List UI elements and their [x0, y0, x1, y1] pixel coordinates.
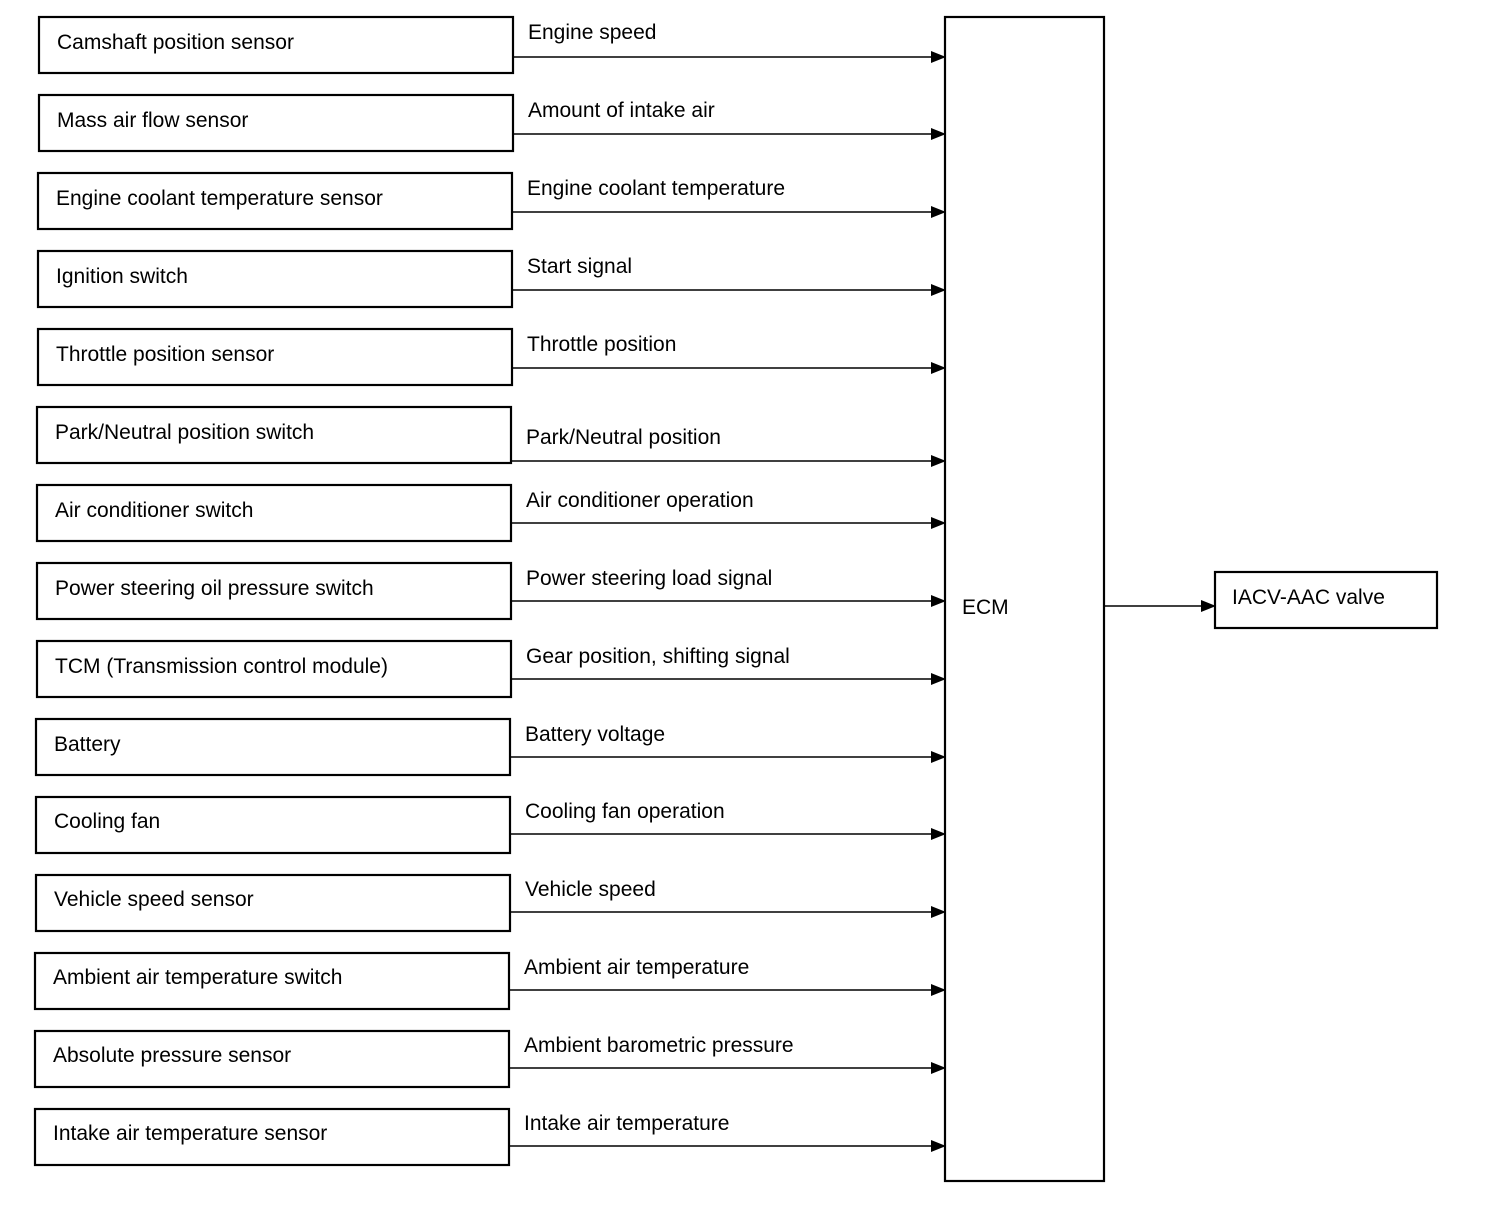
iacv-aac-valve-box [1213, 570, 1439, 630]
signal-label: Power steering load signal [526, 567, 772, 590]
signal-arrowhead [931, 284, 946, 296]
input-row: Engine coolant temperature sensor Engine … [36, 171, 946, 231]
signal-label: Ambient barometric pressure [524, 1034, 794, 1057]
signal-arrowhead [931, 517, 946, 529]
input-row: Battery Battery voltage [34, 717, 946, 777]
input-source-box [33, 1029, 511, 1089]
signal-arrowhead [931, 362, 946, 374]
input-source-box [34, 795, 512, 855]
input-row: Camshaft position sensor Engine speed [37, 15, 946, 75]
signal-label: Battery voltage [525, 723, 665, 746]
signal-arrowhead [931, 828, 946, 840]
input-row: Intake air temperature sensor Intake air … [33, 1107, 946, 1167]
input-source-box [35, 561, 513, 621]
signal-label: Throttle position [527, 333, 676, 356]
input-source-label: Mass air flow sensor [57, 109, 248, 132]
signal-label: Intake air temperature [524, 1112, 729, 1135]
input-source-box [34, 717, 512, 777]
signal-arrowhead [931, 751, 946, 763]
ecm-box [943, 15, 1106, 1183]
input-source-box [35, 483, 513, 543]
signal-label: Engine speed [528, 21, 656, 44]
input-source-box [36, 327, 514, 387]
input-source-label: Vehicle speed sensor [54, 888, 254, 911]
input-rows: Camshaft position sensor Engine speedMass… [33, 15, 946, 1167]
signal-arrowhead [931, 906, 946, 918]
input-source-box [37, 93, 515, 153]
input-row: Power steering oil pressure switch Power … [35, 561, 946, 621]
signal-arrowhead [931, 206, 946, 218]
input-source-label: Engine coolant temperature sensor [56, 187, 383, 210]
input-source-label: Power steering oil pressure switch [55, 577, 374, 600]
input-row: Ignition switch Start signal [36, 249, 946, 309]
input-row: Ambient air temperature switch Ambient ai… [33, 951, 946, 1011]
input-source-box [33, 951, 511, 1011]
input-source-box [37, 15, 515, 75]
signal-label: Vehicle speed [525, 878, 656, 901]
input-row: Mass air flow sensor Amount of intake air [37, 93, 946, 153]
signal-label: Park/Neutral position [526, 426, 721, 449]
input-source-label: Battery [54, 733, 121, 756]
signal-label: Start signal [527, 255, 632, 278]
input-source-label: Throttle position sensor [56, 343, 274, 366]
input-source-box [34, 873, 512, 933]
signal-label: Air conditioner operation [526, 489, 754, 512]
input-row: Throttle position sensor Throttle positio… [36, 327, 946, 387]
input-source-label: Camshaft position sensor [57, 31, 294, 54]
signal-arrowhead [931, 673, 946, 685]
input-row: Cooling fan Cooling fan operation [34, 795, 946, 855]
signal-label: Gear position, shifting signal [526, 645, 790, 668]
input-row: Park/Neutral position switch Park/Neutral… [35, 405, 946, 467]
input-source-box [33, 1107, 511, 1167]
signal-arrowhead [931, 51, 946, 63]
input-source-label: Cooling fan [54, 810, 160, 833]
input-source-label: Air conditioner switch [55, 499, 253, 522]
signal-arrowhead [931, 128, 946, 140]
ecm-output-arrowhead [1201, 600, 1216, 612]
signal-arrowhead [931, 984, 946, 996]
ecm-label: ECM [962, 596, 1009, 619]
input-source-label: Ambient air temperature switch [53, 966, 342, 989]
input-source-box [36, 249, 514, 309]
signal-label: Ambient air temperature [524, 956, 749, 979]
signal-arrowhead [931, 1140, 946, 1152]
input-source-label: Ignition switch [56, 265, 188, 288]
signal-arrowhead [931, 1062, 946, 1074]
input-row: Air conditioner switch Air conditioner op… [35, 483, 946, 543]
iacv-aac-valve-label: IACV-AAC valve [1232, 586, 1385, 609]
input-row: Vehicle speed sensor Vehicle speed [34, 873, 946, 933]
input-row: Absolute pressure sensor Ambient barometr… [33, 1029, 946, 1089]
signal-label: Amount of intake air [528, 99, 715, 122]
signal-label: Engine coolant temperature [527, 177, 785, 200]
input-source-label: Absolute pressure sensor [53, 1044, 291, 1067]
input-source-label: Park/Neutral position switch [55, 421, 314, 444]
input-source-box [35, 405, 513, 465]
input-source-box [35, 639, 513, 699]
input-source-label: TCM (Transmission control module) [55, 655, 388, 678]
signal-label: Cooling fan operation [525, 800, 725, 823]
signal-arrowhead [931, 455, 946, 467]
input-source-label: Intake air temperature sensor [53, 1122, 327, 1145]
input-source-box [36, 171, 514, 231]
input-row: TCM (Transmission control module) Gear po… [35, 639, 946, 699]
signal-arrowhead [931, 595, 946, 607]
